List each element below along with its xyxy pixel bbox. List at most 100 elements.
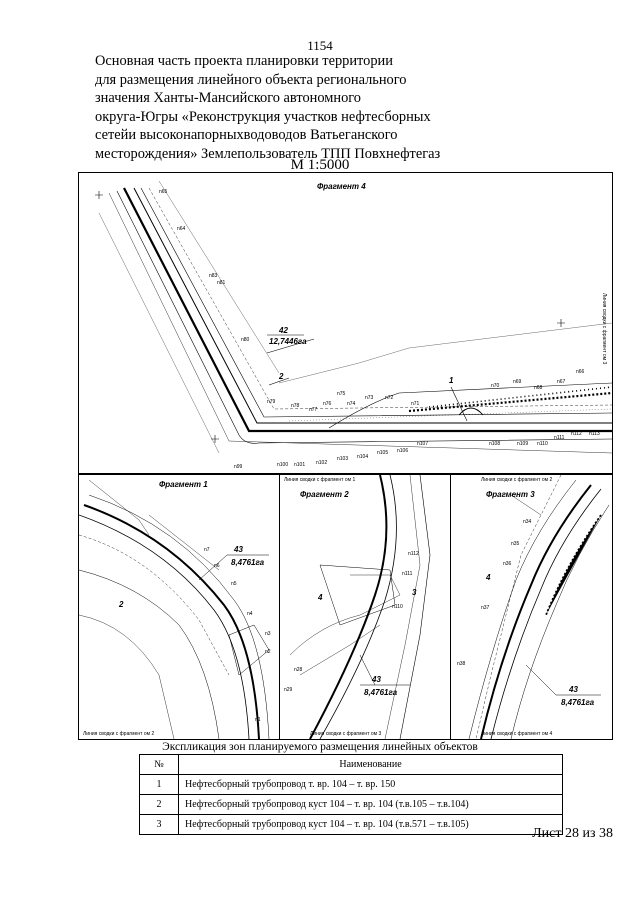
point-label: n2 [265, 649, 271, 655]
point-label: n72 [385, 395, 394, 401]
table-header-row: № Наименование [139, 754, 563, 775]
fragment-1-map: Фрагмент 1 43 8,4761га 2 n7 n6 n5 n4 n3 … [78, 474, 280, 740]
point-label: n108 [489, 441, 500, 447]
point-label: n69 [513, 379, 522, 385]
point-label: n80 [241, 337, 250, 343]
point-label: n65 [159, 189, 168, 195]
bottom-note: Линия сводки с фрагмент ом 3 [310, 731, 381, 737]
row-number: 3 [139, 814, 179, 835]
point-label: n101 [294, 462, 305, 468]
point-label: n112 [571, 431, 582, 437]
point-label: n104 [357, 454, 368, 460]
explication-caption: Экспликация зон планируемого размещения … [162, 741, 478, 753]
point-label: n76 [323, 401, 332, 407]
point-label: n66 [576, 369, 585, 375]
zone-label: 4 [317, 593, 323, 602]
table-row: 3 Нефтесборный трубопровод куст 104 – т.… [139, 814, 563, 835]
point-label: n7 [204, 547, 210, 553]
title-line: значения Ханты-Мансийского автономного [95, 90, 362, 107]
point-label: n4 [247, 611, 253, 617]
point-label: n111 [554, 435, 565, 441]
point-label: n103 [337, 456, 348, 462]
page-number: 1154 [307, 38, 333, 53]
point-label: n106 [397, 448, 408, 454]
column-header-number: № [139, 754, 179, 775]
point-label: n110 [537, 441, 548, 447]
point-label: n109 [517, 441, 528, 447]
title-line: сетейи высоконапорныхводоводов Ватьеганс… [95, 127, 398, 144]
fragment-2-map: Линия сводки с фрагмент ом 1 Фрагмент 2 … [279, 474, 451, 740]
bottom-note: Линия сводки с фрагмент ом 2 [83, 731, 154, 737]
fragment-label: Фрагмент 1 [159, 480, 208, 489]
point-label: n34 [523, 519, 532, 525]
point-label: n110 [392, 604, 403, 610]
fragment-label: Фрагмент 4 [317, 182, 366, 191]
main-map-drawing: Фрагмент 4 42 12,7446га 1 2 Линия сводки… [95, 180, 612, 470]
point-label: n113 [589, 431, 600, 437]
row-name: Нефтесборный трубопровод куст 104 – т. в… [178, 814, 563, 835]
point-label: n35 [511, 541, 520, 547]
fragment-3-map: Линия сводки с фрагмент ом 2 Фрагмент 3 … [450, 474, 613, 740]
row-number: 1 [139, 774, 179, 795]
title-line: округа-Югры «Реконструкция участков нефт… [95, 108, 431, 125]
point-label: n3 [265, 631, 271, 637]
point-label: n81 [217, 280, 226, 286]
point-label: n99 [234, 464, 243, 470]
zone-label: 4 [485, 573, 491, 582]
point-label: n29 [284, 687, 293, 693]
point-label: n6 [214, 563, 220, 569]
fragment-label: Фрагмент 2 [300, 490, 349, 499]
point-label: n105 [377, 450, 388, 456]
row-name: Нефтесборный трубопровод куст 104 – т. в… [178, 794, 563, 815]
title-line: для размещения линейного объекта региона… [95, 71, 407, 88]
fragment-2-drawing: Линия сводки с фрагмент ом 1 Фрагмент 2 … [284, 475, 431, 739]
point-label: n71 [411, 401, 420, 407]
zone-label: 1 [449, 376, 454, 385]
document-title: Основная часть проекта планировки террит… [95, 52, 565, 164]
zone-label: 2 [118, 600, 124, 609]
table-row: 1 Нефтесборный трубопровод т. вр. 104 – … [139, 774, 563, 795]
table-row: 2 Нефтесборный трубопровод куст 104 – т.… [139, 794, 563, 815]
point-label: n112 [408, 551, 419, 557]
point-label: n37 [481, 605, 490, 611]
point-label: n111 [402, 571, 413, 577]
point-label: n38 [457, 661, 466, 667]
point-label: n73 [365, 395, 374, 401]
top-note: Линия сводки с фрагмент ом 1 [284, 477, 355, 483]
side-note: Линия сводки с фрагмент ом 3 [601, 293, 607, 364]
point-label: n107 [417, 441, 428, 447]
zone-label: 3 [412, 588, 417, 597]
area-value: 8,4761га [561, 698, 595, 707]
area-value: 8,4761га [231, 558, 265, 567]
area-number: 42 [278, 326, 288, 335]
point-label: n74 [347, 401, 356, 407]
point-label: n64 [177, 226, 186, 232]
map-scale: М 1:5000 [290, 157, 350, 173]
point-label: n78 [291, 403, 300, 409]
main-map: Фрагмент 4 42 12,7446га 1 2 Линия сводки… [78, 172, 613, 474]
zone-label: 2 [278, 372, 284, 381]
point-label: n1 [255, 717, 261, 723]
point-label: n70 [491, 383, 500, 389]
fragment-3-drawing: Линия сводки с фрагмент ом 2 Фрагмент 3 … [457, 475, 610, 739]
area-number: 43 [371, 675, 381, 684]
point-label: n36 [503, 561, 512, 567]
point-label: n28 [294, 667, 303, 673]
point-label: n100 [277, 462, 288, 468]
row-name: Нефтесборный трубопровод т. вр. 104 – т.… [178, 774, 563, 795]
area-value: 8,4761га [364, 688, 398, 697]
fragment-1-drawing: Фрагмент 1 43 8,4761га 2 n7 n6 n5 n4 n3 … [79, 479, 271, 739]
point-label: n67 [557, 379, 566, 385]
area-value: 12,7446га [269, 337, 307, 346]
point-label: n102 [316, 460, 327, 466]
top-note: Линия сводки с фрагмент ом 2 [481, 477, 552, 483]
explication-table: № Наименование 1 Нефтесборный трубопрово… [139, 754, 563, 835]
fragment-label: Фрагмент 3 [486, 490, 535, 499]
point-label: n5 [231, 581, 237, 587]
bottom-note: Линия сводки с фрагмент ом 4 [481, 731, 552, 737]
point-label: n68 [534, 385, 543, 391]
column-header-name: Наименование [178, 754, 563, 775]
point-label: n77 [309, 407, 318, 413]
point-label: n79 [267, 399, 276, 405]
point-label: n83 [209, 273, 218, 279]
